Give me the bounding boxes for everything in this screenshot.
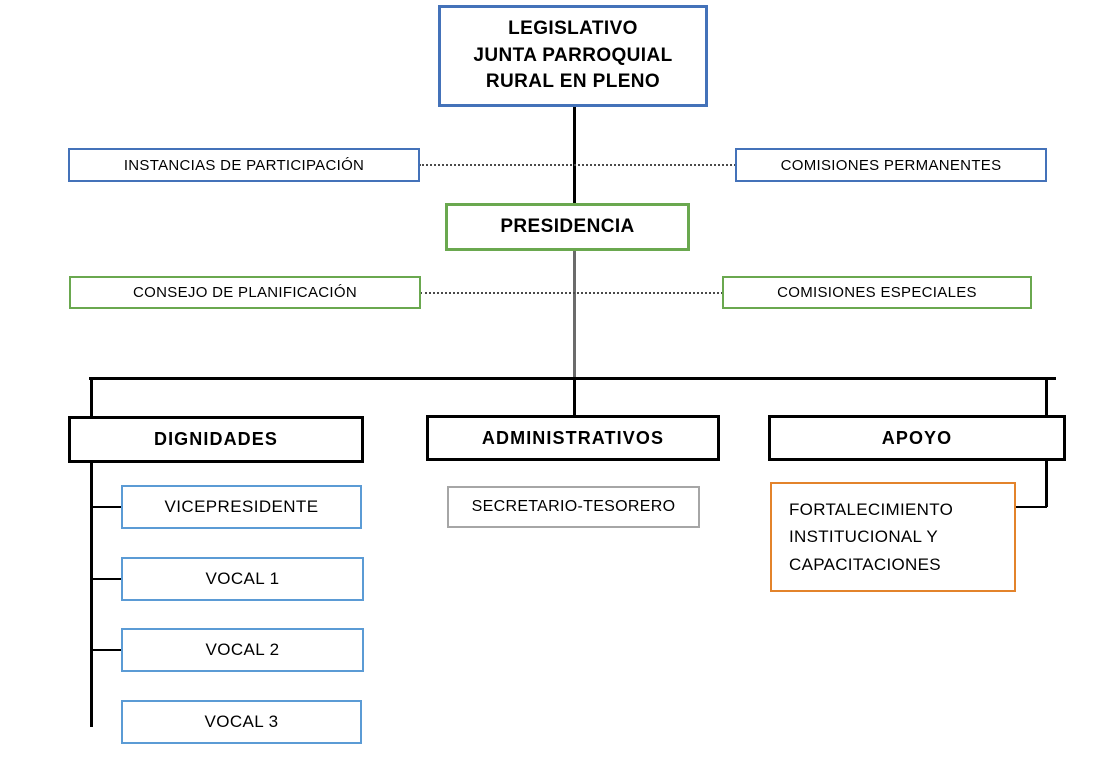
node-apoyo[interactable]: APOYO: [768, 415, 1066, 461]
node-apoyo-label: APOYO: [881, 427, 953, 448]
node-presidencia-label: PRESIDENCIA: [500, 216, 635, 237]
connector-stub-vocal-1: [90, 578, 122, 580]
node-presidencia[interactable]: PRESIDENCIA: [445, 203, 690, 251]
node-instancias-de-participacion[interactable]: INSTANCIAS DE PARTICIPACIÓN: [68, 148, 420, 182]
node-comisiones-permanentes-label: COMISIONES PERMANENTES: [780, 156, 1002, 174]
node-consejo-de-planificacion[interactable]: CONSEJO DE PLANIFICACIÓN: [69, 276, 421, 309]
node-vocal-3[interactable]: VOCAL 3: [121, 700, 362, 744]
node-vocal-1[interactable]: VOCAL 1: [121, 557, 364, 601]
node-administrativos-label: ADMINISTRATIVOS: [481, 427, 665, 448]
node-dignidades-label: DIGNIDADES: [153, 429, 278, 449]
node-administrativos[interactable]: ADMINISTRATIVOS: [426, 415, 720, 461]
connector-stub-vocal-2: [90, 649, 122, 651]
connector-presidencia-trunk: [573, 250, 576, 380]
node-vocal-2[interactable]: VOCAL 2: [121, 628, 364, 672]
node-instancias-de-participacion-label: INSTANCIAS DE PARTICIPACIÓN: [123, 156, 365, 174]
node-consejo-de-planificacion-label: CONSEJO DE PLANIFICACIÓN: [133, 284, 357, 301]
node-vocal-1-label: VOCAL 1: [205, 569, 280, 588]
node-vicepresidente[interactable]: VICEPRESIDENTE: [121, 485, 362, 529]
node-vicepresidente-label: VICEPRESIDENTE: [164, 497, 319, 516]
connector-dotted-row-2: [420, 292, 723, 294]
connector-dotted-row-1: [419, 164, 736, 166]
node-legislativo[interactable]: LEGISLATIVO JUNTA PARROQUIAL RURAL EN PL…: [438, 5, 708, 107]
connector-stub-vicepresidente: [90, 506, 122, 508]
node-comisiones-especiales[interactable]: COMISIONES ESPECIALES: [722, 276, 1032, 309]
node-comisiones-especiales-label: COMISIONES ESPECIALES: [777, 284, 977, 301]
node-comisiones-permanentes[interactable]: COMISIONES PERMANENTES: [735, 148, 1047, 182]
node-vocal-2-label: VOCAL 2: [205, 640, 280, 659]
node-fortalecimiento-institucional[interactable]: FORTALECIMIENTO INSTITUCIONAL Y CAPACITA…: [770, 482, 1016, 592]
node-vocal-3-label: VOCAL 3: [204, 712, 279, 731]
node-dignidades[interactable]: DIGNIDADES: [68, 416, 364, 463]
node-secretario-tesorero[interactable]: SECRETARIO-TESORERO: [447, 486, 700, 528]
node-secretario-tesorero-label: SECRETARIO-TESORERO: [471, 498, 676, 515]
node-legislativo-label: LEGISLATIVO JUNTA PARROQUIAL RURAL EN PL…: [473, 17, 673, 93]
connector-bar-administrativos: [573, 378, 576, 416]
node-fortalecimiento-institucional-label: FORTALECIMIENTO INSTITUCIONAL Y CAPACITA…: [789, 499, 954, 574]
connector-distribution-bar: [89, 377, 1056, 380]
connector-legislativo-presidencia: [573, 106, 576, 203]
connector-dignidades-spine: [90, 377, 93, 727]
connector-apoyo-fortalecimiento: [1015, 506, 1047, 508]
